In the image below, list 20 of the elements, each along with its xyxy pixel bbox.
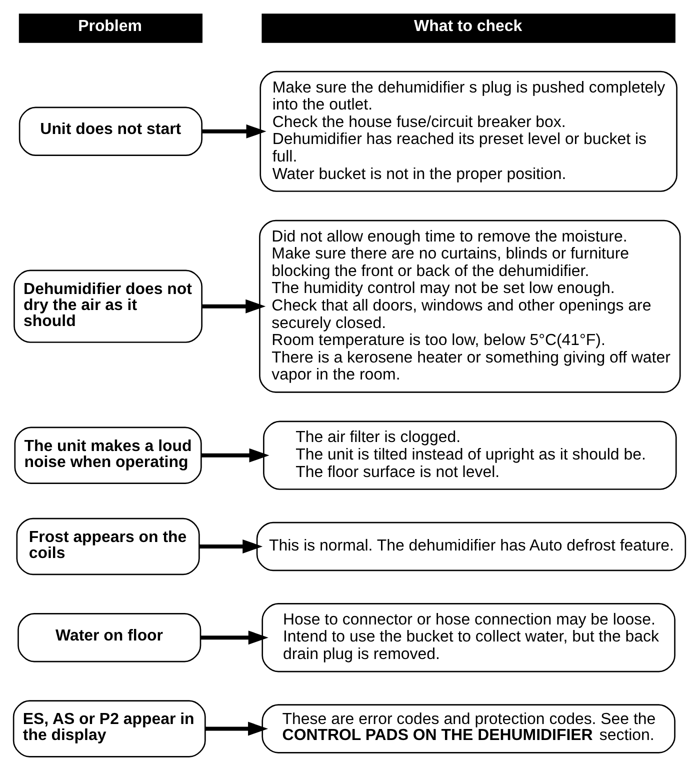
node-box: Unit does not start (18, 106, 202, 156)
node-box: Hose to connector or hose connection may be loose. Intend to use the bucket to collect water, but the back drain plug is removed. (262, 602, 676, 672)
node-box: Problem (18, 13, 202, 42)
node-box: Frost appears on the coils (16, 517, 200, 575)
node-box: What to check (262, 13, 676, 42)
arrow (205, 721, 268, 736)
node-box: Water on floor (18, 612, 202, 662)
node-box: Dehumidifier does not dry the air as it should (14, 269, 202, 342)
arrow (202, 124, 266, 138)
node-box: This is normal. The dehumidifier has Auto defrost feature. (256, 521, 686, 571)
arrow (199, 538, 263, 553)
arrow (200, 630, 268, 644)
arrow (201, 448, 270, 462)
node-box: These are error codes and protection codes. See the CONTROL PADS ON THE DEHUMIDIFIER section. (262, 704, 676, 753)
node-box: ES, AS or P2 appear in the display (12, 700, 206, 757)
arrow (202, 298, 266, 313)
node-box: The unit makes a loud noise when operating (14, 426, 202, 484)
node-box: Did not allow enough time to remove the moisture. Make sure there are no curtains, blinds or furniture blocking the front or back of the dehumidifier. The humidity control may not be set low enough. Check that all doors, windows and other openings are securely closed. Room temperature is too low, below 5°C(41°F). There is a kerosene heater or something giving off water vapor in the room. (259, 219, 681, 392)
node-box: Make sure the dehumidifier s plug is pushed completely into the outlet. Check the house fuse/circuit breaker box. Dehumidifier has reached its preset level or bucket is full. Water bucket is not in the proper position. (260, 70, 678, 192)
node-box: The air filter is clogged. The unit is tilted instead of upright as it should be. The floor surface is not level. (263, 420, 677, 490)
